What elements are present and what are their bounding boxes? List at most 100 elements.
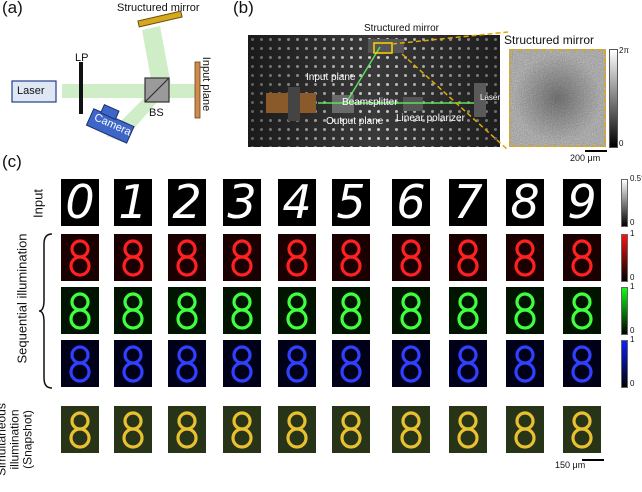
green-output-0-lower-loop bbox=[69, 308, 91, 330]
snapshot-output-9-lower-loop bbox=[571, 427, 593, 449]
red-output-2-lower-loop bbox=[176, 255, 198, 277]
blue-output-6 bbox=[392, 340, 430, 387]
blue-output-0 bbox=[61, 340, 99, 387]
blue-output-7-lower-loop bbox=[457, 361, 479, 383]
input-tile-0: 0 bbox=[61, 179, 99, 226]
snapshot-output-5-lower-loop bbox=[340, 427, 362, 449]
label-output-plane: Output plane bbox=[326, 116, 384, 127]
label-input-plane-a: Input plane bbox=[200, 56, 212, 112]
blue-output-6-lower-loop bbox=[400, 361, 422, 383]
input-tile-6: 6 bbox=[392, 179, 430, 226]
green-output-8 bbox=[506, 287, 544, 334]
green-output-3-lower-loop bbox=[231, 308, 253, 330]
red-output-8-lower-loop bbox=[514, 255, 536, 277]
red-output-6 bbox=[392, 234, 430, 281]
snapshot-output-2-lower-loop bbox=[176, 427, 198, 449]
snapshot-output-3-lower-loop bbox=[231, 427, 253, 449]
red-output-0 bbox=[61, 234, 99, 281]
blue-output-4-lower-loop bbox=[286, 361, 308, 383]
blue-output-4 bbox=[278, 340, 316, 387]
snapshot-output-7-lower-loop bbox=[457, 427, 479, 449]
input-tile-1: 1 bbox=[114, 179, 152, 226]
label-structured-mirror-a: Structured mirror bbox=[117, 2, 200, 14]
zoom-lines bbox=[391, 31, 509, 151]
blue-output-9-lower-loop bbox=[571, 361, 593, 383]
inset-colorbar-max: 2π bbox=[619, 46, 629, 55]
green-output-7-lower-loop bbox=[457, 308, 479, 330]
scale-bar-b bbox=[585, 150, 607, 152]
green-output-4-lower-loop bbox=[286, 308, 308, 330]
optical-setup-diagram bbox=[11, 10, 201, 144]
input-digit-2: 2 bbox=[172, 179, 202, 226]
red-colorbar-max: 1 bbox=[630, 229, 635, 238]
red-output-3 bbox=[223, 234, 261, 281]
input-digit-8: 8 bbox=[510, 179, 540, 226]
snapshot-output-4-lower-loop bbox=[286, 427, 308, 449]
panel-c-label: (c) bbox=[2, 152, 22, 171]
blue-output-5-lower-loop bbox=[340, 361, 362, 383]
row-label-simultaneous: Simultaneous illumination (Snapshot) bbox=[0, 403, 35, 476]
red-output-6-lower-loop bbox=[400, 255, 422, 277]
blue-output-2-lower-loop bbox=[176, 361, 198, 383]
red-output-1-lower-loop bbox=[122, 255, 144, 277]
input-digit-6: 6 bbox=[396, 179, 426, 226]
snapshot-output-1 bbox=[114, 406, 152, 453]
blue-output-1-lower-loop bbox=[122, 361, 144, 383]
input-tile-7: 7 bbox=[449, 179, 487, 226]
scale-bar-c bbox=[582, 459, 604, 461]
green-output-5 bbox=[332, 287, 370, 334]
green-output-6 bbox=[392, 287, 430, 334]
blue-colorbar-min: 0 bbox=[630, 379, 635, 388]
row-label-input: Input bbox=[30, 189, 46, 218]
green-output-1 bbox=[114, 287, 152, 334]
red-colorbar-min: 0 bbox=[630, 273, 635, 282]
camera-shape bbox=[85, 104, 135, 144]
green-output-2 bbox=[168, 287, 206, 334]
scale-label-b: 200 μm bbox=[570, 153, 601, 163]
red-output-3-lower-loop bbox=[231, 255, 253, 277]
green-colorbar-min: 0 bbox=[630, 326, 635, 335]
inset-title: Structured mirror bbox=[504, 33, 595, 47]
red-output-7-lower-loop bbox=[457, 255, 479, 277]
snapshot-output-9 bbox=[563, 406, 601, 453]
green-colorbar-max: 1 bbox=[630, 282, 635, 291]
label-beamsplitter: Beamsplitter bbox=[342, 97, 398, 108]
input-colorbar bbox=[621, 179, 628, 227]
blue-colorbar-max: 1 bbox=[630, 335, 635, 344]
input-plane-shape bbox=[194, 61, 201, 119]
snapshot-output-6-lower-loop bbox=[400, 427, 422, 449]
blue-output-7 bbox=[449, 340, 487, 387]
blue-output-5 bbox=[332, 340, 370, 387]
label-structured-mirror-b: Structured mirror bbox=[364, 23, 440, 34]
green-output-9-lower-loop bbox=[571, 308, 593, 330]
green-colorbar bbox=[621, 287, 628, 335]
input-tile-3: 3 bbox=[223, 179, 261, 226]
sequential-brace bbox=[38, 233, 53, 389]
blue-output-1 bbox=[114, 340, 152, 387]
panel-b-label: (b) bbox=[233, 0, 254, 17]
structured-mirror-phase-image bbox=[509, 49, 606, 147]
inset-colorbar-min: 0 bbox=[619, 139, 624, 148]
red-output-2 bbox=[168, 234, 206, 281]
green-output-1-lower-loop bbox=[122, 308, 144, 330]
snapshot-output-8 bbox=[506, 406, 544, 453]
blue-output-8-lower-loop bbox=[514, 361, 536, 383]
red-output-9-lower-loop bbox=[571, 255, 593, 277]
red-output-9 bbox=[563, 234, 601, 281]
structured-mirror-shape bbox=[137, 10, 183, 28]
red-output-4 bbox=[278, 234, 316, 281]
red-output-4-lower-loop bbox=[286, 255, 308, 277]
input-tile-8: 8 bbox=[506, 179, 544, 226]
green-output-9 bbox=[563, 287, 601, 334]
snapshot-output-6 bbox=[392, 406, 430, 453]
red-colorbar bbox=[621, 234, 628, 282]
blue-output-3 bbox=[223, 340, 261, 387]
snapshot-output-0 bbox=[61, 406, 99, 453]
input-colorbar-min: 0 bbox=[630, 218, 635, 227]
red-output-5-lower-loop bbox=[340, 255, 362, 277]
input-digit-9: 9 bbox=[567, 179, 597, 226]
blue-output-2 bbox=[168, 340, 206, 387]
green-output-2-lower-loop bbox=[176, 308, 198, 330]
input-digit-7: 7 bbox=[453, 179, 483, 226]
label-laser-a: Laser bbox=[17, 85, 45, 97]
